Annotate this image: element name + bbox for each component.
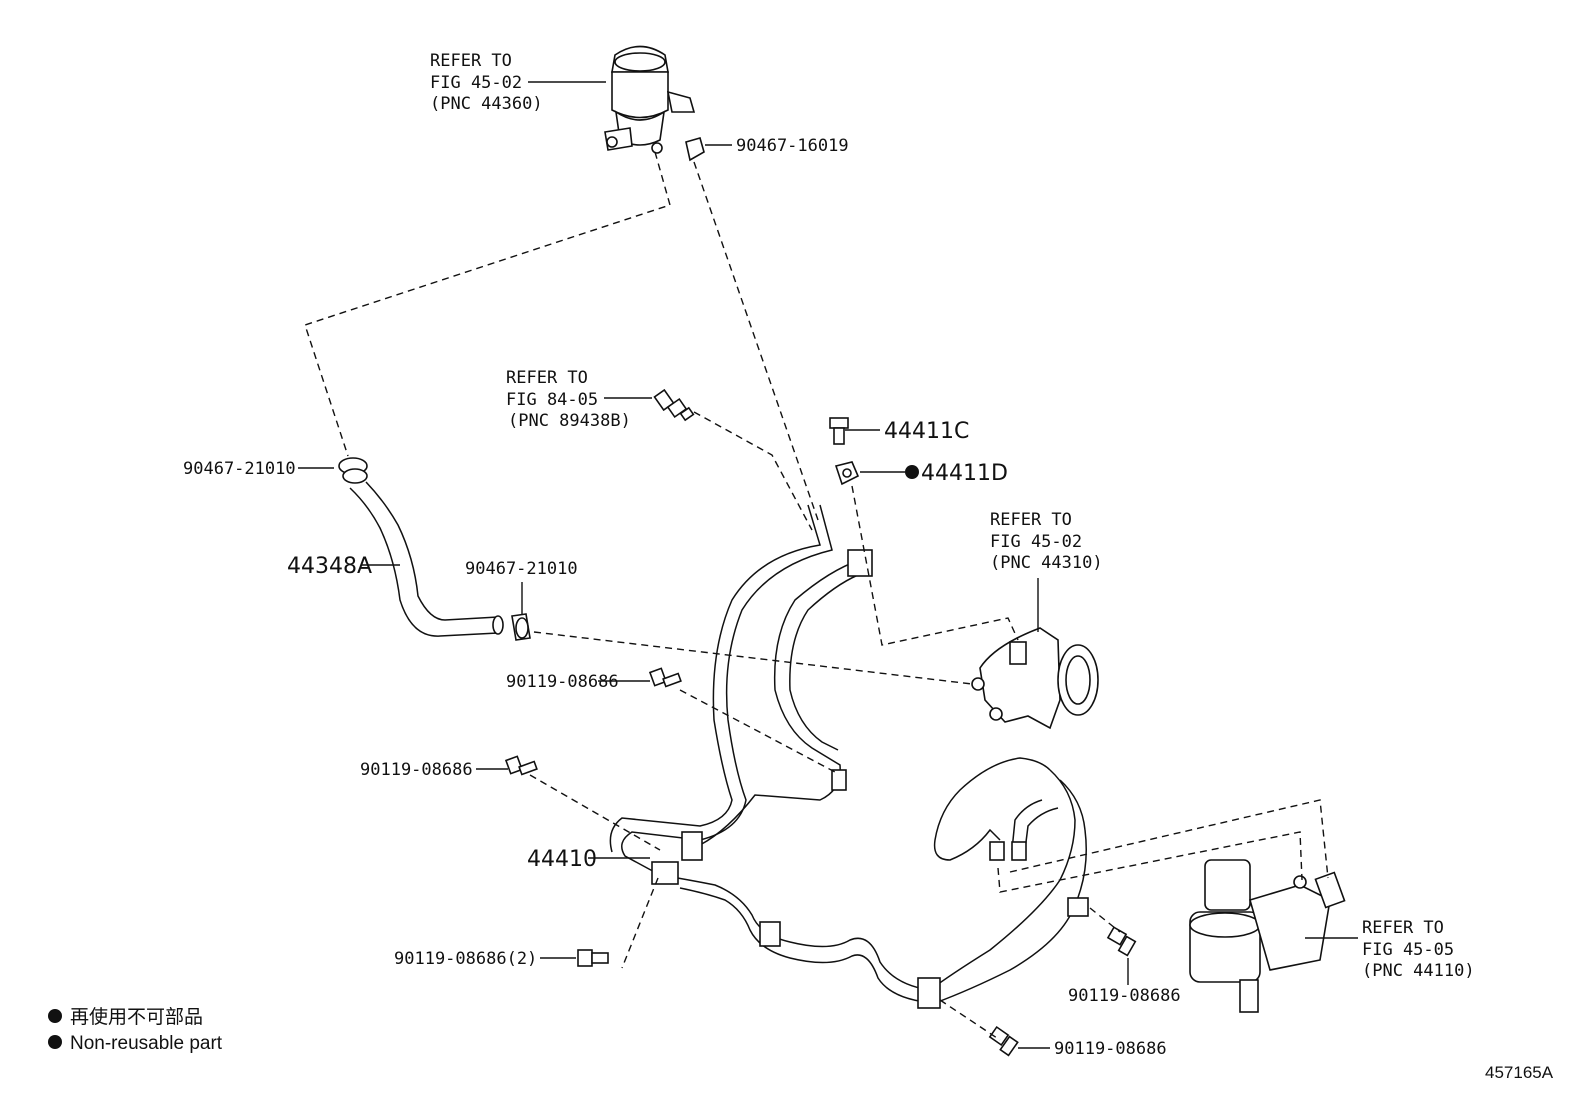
svg-text:FIG 45-02: FIG 45-02: [990, 532, 1082, 552]
label-tube-assy: 44410: [527, 847, 597, 872]
hose-part: [349, 481, 504, 637]
svg-text:REFER TO: REFER TO: [430, 51, 512, 71]
clamp-lower-part: [511, 613, 531, 641]
ref-reservoir: REFER TO FIG 45-02 (PNC 44360): [430, 51, 543, 114]
legend-en: Non-reusable part: [70, 1033, 223, 1054]
reservoir-tank: [604, 45, 696, 154]
dashed-guides: [304, 151, 1329, 1041]
steering-gear-box: [1189, 859, 1346, 1013]
svg-text:FIG 45-02: FIG 45-02: [430, 73, 522, 93]
figure-id: 457165A: [1485, 1063, 1554, 1082]
label-bolt-e: 90119-08686: [1054, 1039, 1167, 1059]
label-union-bolt: 44411C: [884, 419, 969, 444]
svg-text:REFER TO: REFER TO: [506, 368, 588, 388]
legend: 再使用不可部品 Non-reusable part: [48, 1006, 223, 1054]
svg-text:FIG 84-05: FIG 84-05: [506, 390, 598, 410]
tube-assembly-44410: [609, 504, 1089, 1009]
label-hose: 44348A: [287, 554, 372, 579]
bolt-c-part: [577, 949, 609, 967]
svg-text:(PNC 44110): (PNC 44110): [1362, 961, 1475, 981]
clip-16019-part: [685, 137, 705, 162]
pressure-sensor: [653, 388, 695, 422]
legend-jp: 再使用不可部品: [70, 1006, 203, 1028]
union-bolt-part: [829, 417, 849, 445]
label-clip-16019: 90467-16019: [736, 136, 849, 156]
svg-text:FIG 45-05: FIG 45-05: [1362, 940, 1454, 960]
bolt-e-part: [988, 1025, 1019, 1057]
label-bolt-a: 90119-08686: [506, 672, 619, 692]
svg-text:REFER TO: REFER TO: [1362, 918, 1444, 938]
svg-text:(PNC 44360): (PNC 44360): [430, 94, 543, 114]
non-reusable-dot-icon: [905, 465, 919, 479]
power-steering-pump: [971, 627, 1099, 730]
svg-text:(PNC 44310): (PNC 44310): [990, 553, 1103, 573]
bolt-d-part: [1106, 926, 1137, 957]
legend-dot-icon: [48, 1035, 62, 1049]
label-gasket: 44411D: [921, 461, 1008, 486]
clamp-upper-part: [338, 457, 368, 484]
bolt-a-part: [648, 667, 682, 688]
svg-text:(PNC 89438B): (PNC 89438B): [508, 411, 631, 431]
bolt-b-part: [504, 755, 538, 776]
label-clamp-upper: 90467-21010: [183, 459, 296, 479]
legend-dot-icon: [48, 1009, 62, 1023]
ref-sensor: REFER TO FIG 84-05 (PNC 89438B): [506, 368, 631, 431]
svg-text:REFER TO: REFER TO: [990, 510, 1072, 530]
gasket-part: [834, 461, 860, 486]
label-bolt-b: 90119-08686: [360, 760, 473, 780]
label-clamp-lower: 90467-21010: [465, 559, 578, 579]
leader-lines: [298, 81, 1358, 1049]
label-bolt-d: 90119-08686: [1068, 986, 1181, 1006]
ref-pump: REFER TO FIG 45-02 (PNC 44310): [990, 510, 1103, 573]
label-bolt-c: 90119-08686(2): [394, 949, 537, 969]
ref-gear: REFER TO FIG 45-05 (PNC 44110): [1362, 918, 1475, 981]
